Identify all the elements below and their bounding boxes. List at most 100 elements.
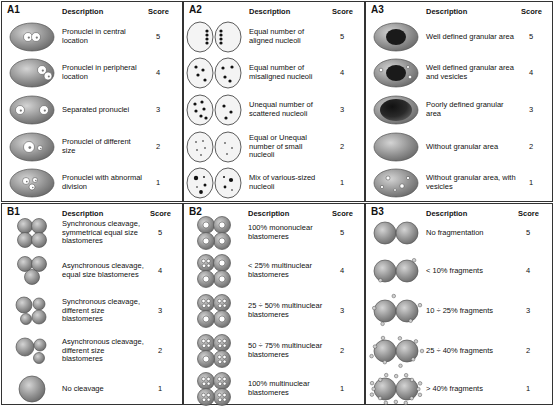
fragment bbox=[420, 349, 424, 353]
nucleolus bbox=[196, 73, 199, 76]
fragment bbox=[412, 258, 416, 262]
panel-label: B3 bbox=[371, 206, 384, 218]
nucleolus bbox=[204, 184, 207, 187]
column-header: Description bbox=[62, 210, 103, 219]
description-cell: > 40% fragments bbox=[426, 385, 514, 394]
score-value: 4 bbox=[340, 267, 344, 276]
nucleolus bbox=[40, 148, 42, 150]
column-header: Description bbox=[62, 8, 103, 17]
nucleus bbox=[202, 344, 206, 348]
column-header: Score bbox=[150, 210, 171, 219]
nucleus bbox=[223, 382, 226, 385]
nucleus bbox=[203, 316, 209, 322]
pronucleus bbox=[187, 58, 213, 88]
description-cell: 25 ÷ 40% fragments bbox=[426, 347, 514, 356]
blastomere bbox=[214, 271, 231, 288]
score-value: 5 bbox=[340, 33, 344, 42]
nucleus bbox=[223, 355, 227, 359]
blastomere bbox=[34, 353, 45, 364]
nucleolus bbox=[224, 116, 227, 119]
score-value: 5 bbox=[526, 229, 530, 238]
nucleolus bbox=[205, 33, 208, 36]
fragment bbox=[418, 382, 422, 386]
fragment bbox=[404, 401, 408, 405]
nucleolus bbox=[44, 109, 46, 111]
fragment bbox=[410, 396, 414, 400]
nucleus bbox=[223, 360, 226, 363]
description-cell: Well defined granular area and vesicles bbox=[426, 64, 517, 81]
nucleus bbox=[223, 299, 227, 303]
nucleolus bbox=[48, 76, 50, 78]
nucleus bbox=[218, 382, 222, 386]
zygote bbox=[10, 59, 54, 87]
nucleus bbox=[207, 339, 211, 343]
nucleus bbox=[207, 344, 210, 347]
nucleolus bbox=[194, 109, 197, 112]
nucleolus bbox=[35, 180, 37, 182]
blastomere bbox=[18, 257, 33, 272]
nucleus bbox=[202, 339, 206, 343]
blastomere bbox=[214, 351, 231, 368]
description-cell: 25 ÷ 50% multinuclear blastomeres bbox=[248, 302, 328, 319]
fragment bbox=[394, 374, 398, 378]
fragment bbox=[384, 373, 388, 377]
description-cell: Synchronous cleavage, different size bla… bbox=[62, 298, 146, 324]
score-value: 2 bbox=[156, 143, 160, 152]
column-header: Score bbox=[148, 8, 169, 17]
nucleus bbox=[207, 382, 210, 385]
nucleolus bbox=[224, 142, 226, 144]
description-cell: Pronuclei with abnormal division bbox=[62, 174, 144, 191]
blastomere bbox=[396, 300, 418, 322]
nucleus bbox=[202, 382, 206, 386]
panel-label: A2 bbox=[189, 4, 202, 16]
blastomere bbox=[21, 314, 32, 325]
description-cell: 50 ÷ 75% multinuclear blastomeres bbox=[248, 342, 328, 359]
description-cell: Pronuclei in peripheral location bbox=[62, 64, 144, 81]
blastomere bbox=[214, 255, 231, 272]
fragment bbox=[373, 345, 377, 349]
nucleolus bbox=[205, 41, 208, 44]
score-value: 2 bbox=[340, 143, 344, 152]
zygote bbox=[374, 23, 418, 51]
column-header: Description bbox=[248, 210, 289, 219]
fragment bbox=[384, 401, 388, 405]
blastomere bbox=[214, 295, 231, 312]
fragment bbox=[394, 400, 398, 404]
zygote bbox=[374, 169, 418, 197]
pronucleus bbox=[187, 132, 213, 162]
description-cell: 10 ÷ 25% fragments bbox=[426, 307, 514, 316]
pronucleus bbox=[187, 95, 213, 125]
nucleolus bbox=[231, 189, 233, 191]
nucleus bbox=[219, 260, 225, 266]
fragment bbox=[381, 322, 385, 326]
pronucleus bbox=[24, 142, 35, 153]
nucleolus bbox=[229, 110, 232, 113]
vesicle bbox=[380, 185, 383, 188]
nucleolus bbox=[202, 107, 205, 110]
score-panel: A1DescriptionScorePronuclei in central l… bbox=[1, 1, 183, 202]
nucleus bbox=[218, 299, 222, 303]
blastomere bbox=[198, 271, 215, 288]
description-cell: Asynchronous cleavage, different size bl… bbox=[62, 338, 146, 364]
nucleolus bbox=[196, 149, 198, 151]
description-cell: < 25% multinuclear blastomeres bbox=[248, 262, 328, 279]
nucleus bbox=[218, 355, 222, 359]
vesicle bbox=[408, 75, 412, 79]
vesicle bbox=[386, 176, 390, 180]
vesicle bbox=[407, 66, 410, 69]
blastomere bbox=[32, 233, 47, 248]
blastomere bbox=[32, 310, 46, 324]
nucleolus bbox=[229, 178, 233, 182]
nucleolus bbox=[196, 186, 198, 188]
zygote bbox=[10, 133, 54, 161]
score-value: 1 bbox=[340, 179, 344, 188]
nucleus bbox=[203, 222, 209, 228]
score-value: 2 bbox=[158, 347, 162, 356]
pronucleus bbox=[33, 178, 38, 183]
fragment bbox=[372, 387, 376, 391]
blastomere bbox=[198, 233, 215, 250]
description-cell: Without granular area bbox=[426, 143, 517, 152]
blastomere bbox=[198, 311, 215, 328]
pronucleus bbox=[44, 72, 52, 80]
pronucleus bbox=[215, 168, 241, 198]
